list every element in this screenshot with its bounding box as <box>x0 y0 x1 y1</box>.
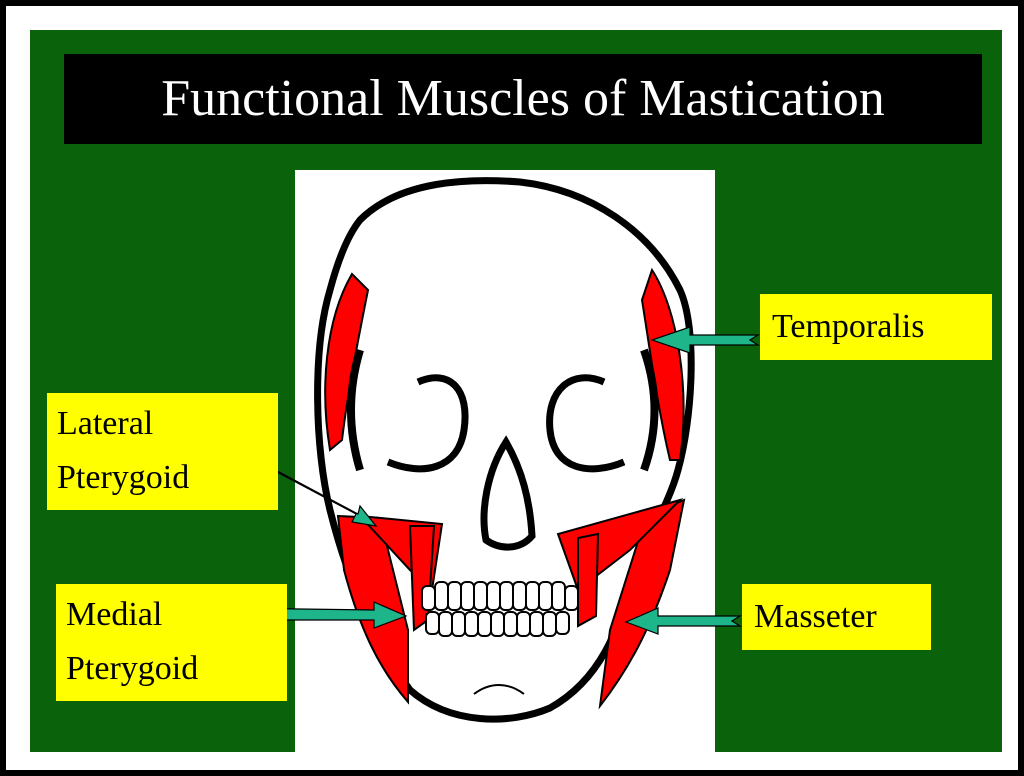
chin-mark <box>473 684 525 695</box>
skull-diagram <box>223 177 761 723</box>
slide-title: Functional Muscles of Mastication <box>161 70 885 127</box>
eye-socket-left <box>386 374 469 473</box>
green-panel: Functional Muscles of Mastication <box>30 30 1002 752</box>
temporalis-label-text: Temporalis <box>772 308 925 345</box>
zygomatic-right <box>640 348 659 472</box>
medial-pterygoid-label: Medial Pterygoid <box>56 584 287 701</box>
masseter-arrow <box>624 607 743 635</box>
temporalis-right <box>640 267 685 461</box>
title-bar: Functional Muscles of Mastication <box>64 54 982 144</box>
lateral-pterygoid-label-line2: Pterygoid <box>57 459 190 496</box>
temporalis-arrow <box>650 326 761 354</box>
medial-pterygoid-label-line1: Medial <box>66 596 163 633</box>
medial-pterygoid-right <box>577 532 600 628</box>
teeth <box>421 581 579 637</box>
lateral-pterygoid-label-line1: Lateral <box>57 405 154 442</box>
masseter-label: Masseter <box>742 584 931 650</box>
nasal-cavity <box>480 435 536 551</box>
lateral-pterygoid-label: Lateral Pterygoid <box>47 393 278 510</box>
temporalis-left <box>324 272 370 452</box>
temporalis-label: Temporalis <box>760 294 992 360</box>
masseter-left <box>336 514 409 705</box>
zygomatic-left <box>347 348 364 472</box>
medial-pterygoid-label-line2: Pterygoid <box>66 650 199 687</box>
masseter-right <box>598 498 686 710</box>
eye-socket-right <box>546 374 626 473</box>
masseter-label-text: Masseter <box>754 598 877 635</box>
